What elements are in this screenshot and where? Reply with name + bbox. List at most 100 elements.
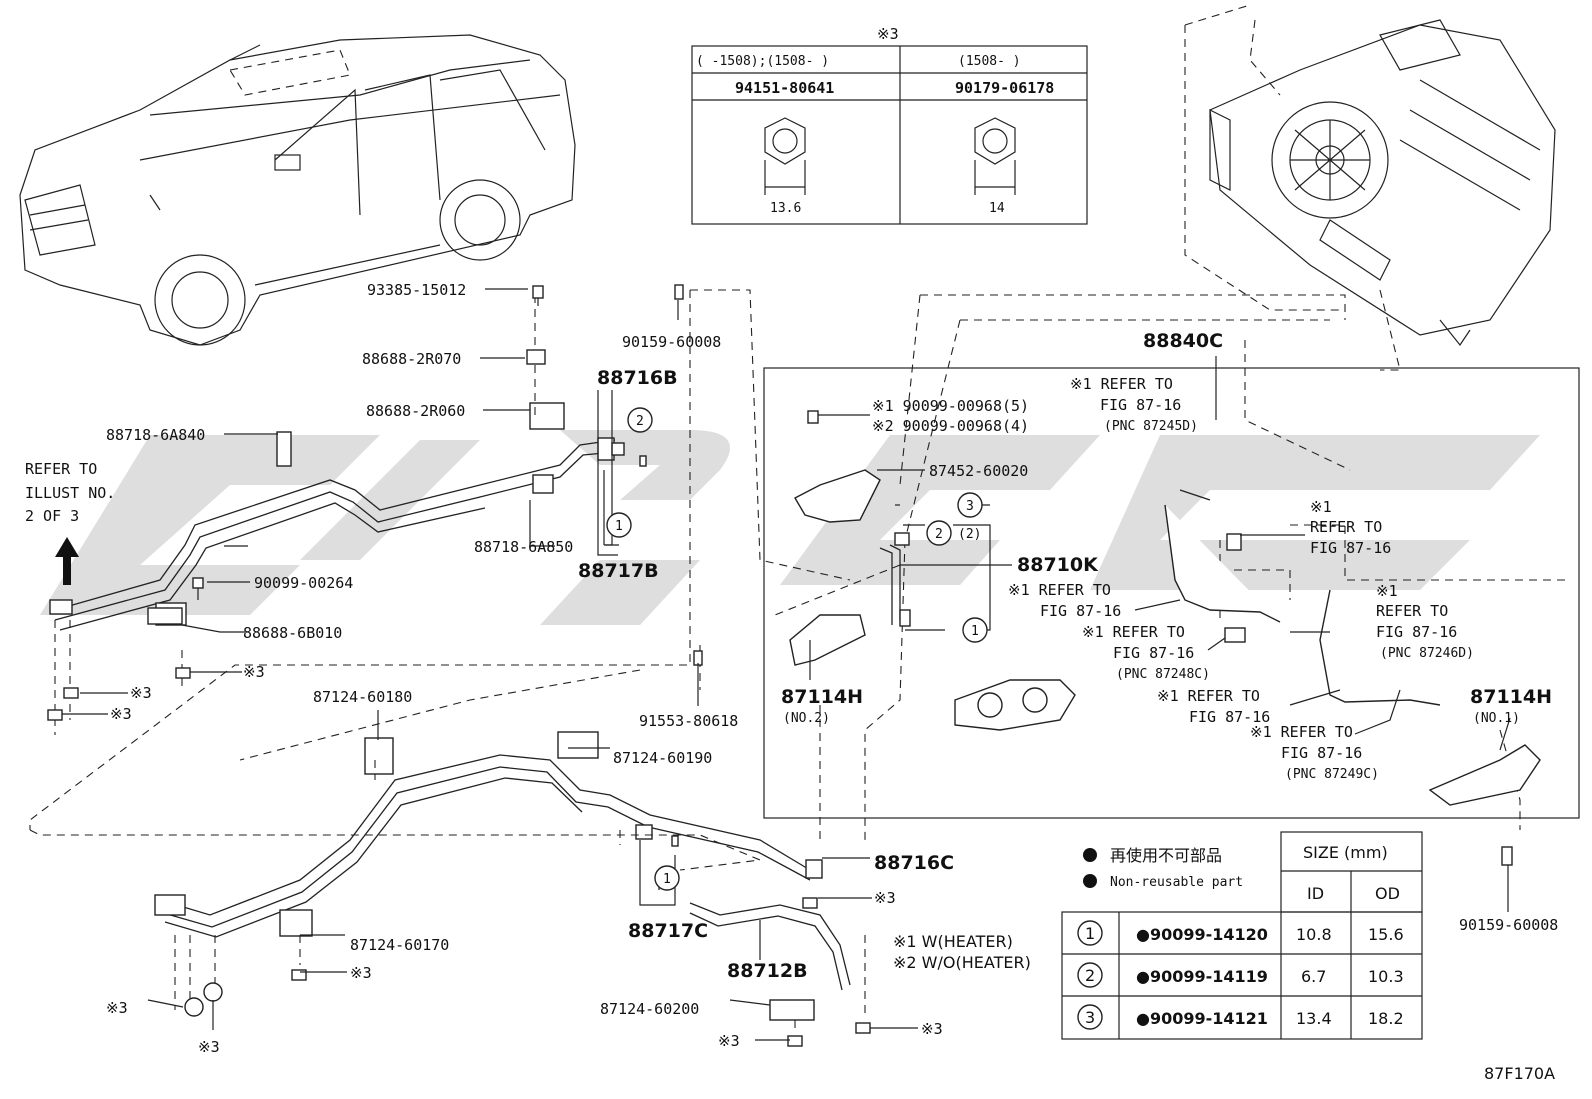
legend: 再使用不可部品 Non-reusable part bbox=[1083, 846, 1243, 890]
refer-r6-2: FIG 87-16 bbox=[1189, 708, 1270, 726]
mark-3: ※3 bbox=[130, 684, 152, 702]
fastener-icons bbox=[47, 284, 1513, 1047]
label-88717C: 88717C bbox=[628, 920, 708, 942]
part-labels: 93385-15012 88688-2R070 88688-2R060 8871… bbox=[106, 281, 1558, 1056]
arrow-up-icon bbox=[55, 537, 79, 585]
size-row-part: ●90099-14119 bbox=[1136, 967, 1268, 986]
label-88717B: 88717B bbox=[578, 560, 659, 582]
label-88718-6A840: 88718-6A840 bbox=[106, 426, 205, 444]
mark-3: ※3 bbox=[110, 705, 132, 723]
refer-fig-notes: ※1 REFER TO FIG 87-16 (PNC 87245D) ※1 RE… bbox=[1008, 375, 1474, 782]
refer-illust-line-3: 2 OF 3 bbox=[25, 507, 79, 525]
mark-3: ※3 bbox=[243, 663, 265, 681]
refer-r4-2: FIG 87-16 bbox=[1113, 644, 1194, 662]
upper-pipe-assembly bbox=[54, 439, 616, 631]
heater-notes: ※1 W(HEATER) ※2 W/O(HEATER) bbox=[893, 932, 1031, 972]
refer-r4-1: ※1 REFER TO bbox=[1082, 623, 1185, 641]
refer-illustration-note: REFER TO ILLUST NO. 2 OF 3 bbox=[25, 460, 115, 585]
nut-col2-part-no: 90179-06178 bbox=[955, 79, 1054, 97]
nut-col1-size: 13.6 bbox=[770, 201, 801, 216]
nut-col1-range: ( -1508);(1508- ) bbox=[696, 54, 829, 69]
refer-r5-4: (PNC 87246D) bbox=[1380, 646, 1474, 661]
refer-r5-1: ※1 bbox=[1376, 582, 1398, 600]
note-wo-heater: ※2 W/O(HEATER) bbox=[893, 953, 1031, 972]
label-87114H-no1-sub: (NO.1) bbox=[1473, 711, 1520, 726]
heater-unit-drawing bbox=[1209, 19, 1556, 347]
note-w-heater: ※1 W(HEATER) bbox=[893, 932, 1013, 951]
size-table-col-od: OD bbox=[1375, 884, 1400, 903]
callout-2: 2 bbox=[636, 414, 644, 429]
callout-1: 1 bbox=[615, 519, 623, 534]
label-88712B: 88712B bbox=[727, 960, 808, 982]
label-87114H-no1: 87114H bbox=[1470, 686, 1552, 708]
callout-3: 3 bbox=[966, 499, 974, 514]
refer-r5-3: FIG 87-16 bbox=[1376, 623, 1457, 641]
mark-3: ※3 bbox=[718, 1032, 740, 1050]
size-row-id: 6.7 bbox=[1301, 967, 1326, 986]
label-87452-60020: 87452-60020 bbox=[929, 462, 1028, 480]
hex-nut-icon bbox=[974, 117, 1016, 195]
label-87124-60170: 87124-60170 bbox=[350, 936, 449, 954]
size-row-od: 15.6 bbox=[1368, 925, 1404, 944]
mark-3: ※3 bbox=[106, 999, 128, 1017]
refer-r2-1: ※1 bbox=[1310, 498, 1332, 516]
legend-jp: 再使用不可部品 bbox=[1110, 846, 1222, 865]
hex-nut-icon bbox=[764, 117, 806, 195]
nut-size-table: ※3 ( -1508);(1508- ) (1508- ) 94151-8064… bbox=[691, 25, 1088, 225]
size-row-key: 2 bbox=[1085, 966, 1095, 985]
label-87114H-no2-sub: (NO.2) bbox=[783, 711, 830, 726]
refer-r5-2: REFER TO bbox=[1376, 602, 1448, 620]
label-90159-60008: 90159-60008 bbox=[622, 333, 721, 351]
label-90099-00264: 90099-00264 bbox=[254, 574, 353, 592]
mark-3: ※3 bbox=[350, 964, 372, 982]
label-87114H-no2: 87114H bbox=[781, 686, 863, 708]
label-88688-2R070: 88688-2R070 bbox=[362, 350, 461, 368]
size-row-part: ●90099-14120 bbox=[1136, 925, 1268, 944]
nut-col1-part-no: 94151-80641 bbox=[735, 79, 834, 97]
box-part-icons bbox=[789, 469, 1541, 806]
nut-col2-range: (1508- ) bbox=[958, 54, 1021, 69]
label-87124-60200: 87124-60200 bbox=[600, 1000, 699, 1018]
callout-paren-2: (2) bbox=[958, 527, 981, 542]
o-ring-callouts: 2 1 1 3 2 (2) 1 bbox=[606, 407, 988, 891]
refer-r1-2: FIG 87-16 bbox=[1100, 396, 1181, 414]
refer-r7-1: ※1 REFER TO bbox=[1250, 723, 1353, 741]
refer-r3-2: FIG 87-16 bbox=[1040, 602, 1121, 620]
label-91553-80618: 91553-80618 bbox=[639, 712, 738, 730]
nut-table-mark: ※3 bbox=[877, 25, 899, 43]
size-row-key: 3 bbox=[1085, 1008, 1095, 1027]
88840c-assembly-box bbox=[763, 367, 1580, 819]
label-87124-60180: 87124-60180 bbox=[313, 688, 412, 706]
label-88688-6B010: 88688-6B010 bbox=[243, 624, 342, 642]
refer-r2-3: FIG 87-16 bbox=[1310, 539, 1391, 557]
mark-3: ※3 bbox=[874, 889, 896, 907]
size-row-key: 1 bbox=[1085, 924, 1095, 943]
mark-3: ※3 bbox=[198, 1038, 220, 1056]
refer-r7-2: FIG 87-16 bbox=[1281, 744, 1362, 762]
callout-1: 1 bbox=[971, 624, 979, 639]
label-87124-60190: 87124-60190 bbox=[613, 749, 712, 767]
mark-3: ※3 bbox=[921, 1020, 943, 1038]
label-93385-15012: 93385-15012 bbox=[367, 281, 466, 299]
refer-r1-3: (PNC 87245D) bbox=[1104, 419, 1198, 434]
nut-col2-size: 14 bbox=[989, 201, 1005, 216]
refer-r6-1: ※1 REFER TO bbox=[1157, 687, 1260, 705]
refer-r3-1: ※1 REFER TO bbox=[1008, 581, 1111, 599]
size-row-part: ●90099-14121 bbox=[1136, 1009, 1268, 1028]
label-90159-60008-right: 90159-60008 bbox=[1459, 916, 1558, 934]
size-row-id: 10.8 bbox=[1296, 925, 1332, 944]
size-row-od: 10.3 bbox=[1368, 967, 1404, 986]
refer-r7-3: (PNC 87249C) bbox=[1285, 767, 1379, 782]
filled-circle-icon bbox=[1083, 874, 1097, 888]
label-90099-00968-5: ※1 90099-00968(5) bbox=[872, 397, 1029, 415]
filled-circle-icon bbox=[1083, 848, 1097, 862]
label-88716B: 88716B bbox=[597, 367, 678, 389]
size-table-title: SIZE (mm) bbox=[1303, 843, 1388, 862]
callout-2: 2 bbox=[935, 527, 943, 542]
label-88710K: 88710K bbox=[1017, 554, 1099, 576]
label-88718-6A850: 88718-6A850 bbox=[474, 538, 573, 556]
label-88688-2R060: 88688-2R060 bbox=[366, 402, 465, 420]
o-ring-size-table: SIZE (mm) ID OD 1 ●90099-14120 10.8 15.6… bbox=[1061, 831, 1423, 1040]
callout-1: 1 bbox=[663, 872, 671, 887]
